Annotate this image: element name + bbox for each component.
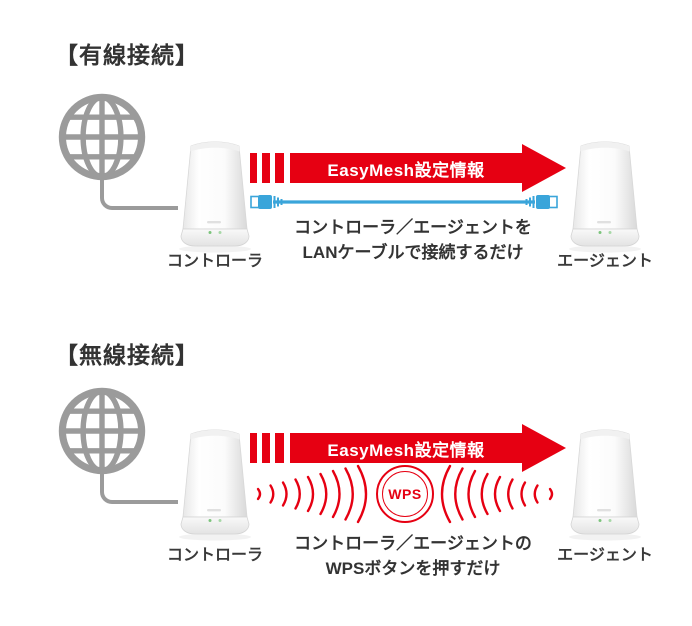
speed-line-icon [250,433,257,463]
internet-globe-icon [57,386,147,476]
easymesh-arrow: EasyMesh設定情報 [250,424,570,472]
wired-section-heading: 【有線接続】 [55,42,199,68]
speed-line-icon [262,153,270,183]
wps-badge: WPS [376,465,434,523]
wired-caption-line2: LANケーブルで接続するだけ [302,243,524,262]
speed-line-icon [262,433,270,463]
wps-badge-inner-ring: WPS [382,471,428,517]
speed-line-icon [275,433,284,463]
arrow-label: EasyMesh設定情報 [327,160,485,180]
arrow-head-icon [522,144,566,192]
wireless-caption-line1: コントローラ／エージェントの [294,534,532,553]
internet-globe-icon [57,92,147,182]
agent-device-image [568,141,642,253]
lan-cable-icon [249,193,559,211]
agent-device-image [568,429,642,541]
wireless-caption: コントローラ／エージェントの WPSボタンを押すだけ [258,531,568,581]
controller-device-image [178,429,252,541]
speed-line-icon [275,153,284,183]
controller-label: コントローラ [166,547,263,564]
wired-caption-line1: コントローラ／エージェントを [294,218,532,237]
arrow-head-icon [522,424,566,472]
easymesh-arrow: EasyMesh設定情報 [250,144,570,192]
internet-line [100,180,178,210]
arrow-label: EasyMesh設定情報 [327,440,485,460]
wireless-caption-line2: WPSボタンを押すだけ [325,559,501,578]
arrow-shaft: EasyMesh設定情報 [290,153,522,183]
arrow-shaft: EasyMesh設定情報 [290,433,522,463]
wps-label: WPS [388,486,422,502]
agent-label: エージェント [557,253,653,270]
controller-label: コントローラ [166,253,263,270]
speed-line-icon [250,153,257,183]
agent-label: エージェント [557,547,653,564]
internet-line [100,474,178,504]
wireless-section-heading: 【無線接続】 [55,342,199,368]
wired-caption: コントローラ／エージェントを LANケーブルで接続するだけ [258,215,568,265]
